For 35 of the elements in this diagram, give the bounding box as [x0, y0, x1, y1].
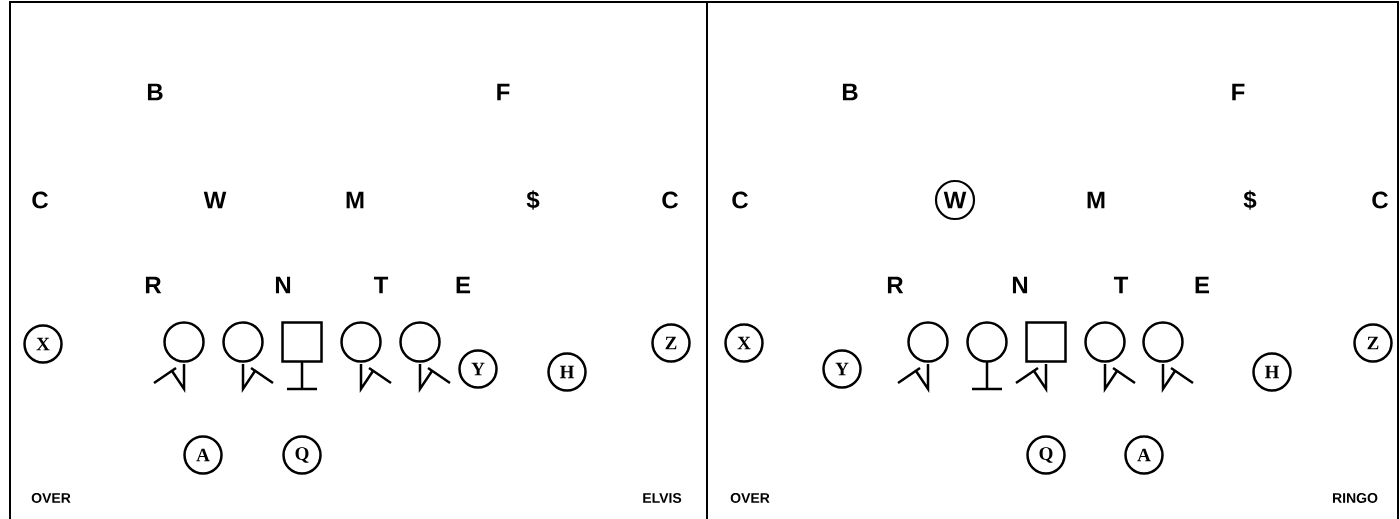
lineman-circle	[163, 321, 205, 363]
lineman-circle	[966, 321, 1008, 363]
defender-letter: E	[1195, 276, 1210, 294]
defender-letter: R	[887, 276, 904, 294]
defender-letter: C	[1372, 191, 1388, 209]
defender-letter: T	[1113, 276, 1129, 294]
defender-letter: $	[526, 190, 540, 210]
defender-letter: B	[842, 83, 858, 101]
center-square	[1025, 321, 1067, 363]
defender-letter: T	[373, 276, 389, 294]
lineman-circle	[340, 321, 382, 363]
defender-letter: F	[497, 83, 510, 101]
formation-label: OVER	[730, 493, 770, 503]
formation-label: OVER	[31, 493, 71, 503]
defender-letter: E	[456, 276, 471, 294]
defender-letter: N	[1012, 276, 1028, 294]
lineman-circle	[222, 321, 264, 363]
defender-letter: W	[203, 191, 227, 209]
defender-letter: R	[145, 276, 162, 294]
defender-letter: M	[1087, 191, 1105, 209]
lineman-circle	[1142, 321, 1184, 363]
defender-letter: N	[275, 276, 291, 294]
formation-label: RINGO	[1333, 493, 1378, 503]
defender-letter: F	[1232, 83, 1245, 101]
center-square	[281, 321, 323, 363]
defender-letter: C	[662, 191, 678, 209]
defender-letter: C	[732, 191, 748, 209]
lineman-circle	[399, 321, 441, 363]
defender-letter: M	[346, 191, 364, 209]
defender-letter: B	[147, 83, 163, 101]
defender-letter: $	[1243, 190, 1257, 210]
formation-label: ELVIS	[643, 493, 682, 503]
lineman-circle	[1084, 321, 1126, 363]
defender-letter: C	[32, 191, 48, 209]
lineman-circle	[907, 321, 949, 363]
